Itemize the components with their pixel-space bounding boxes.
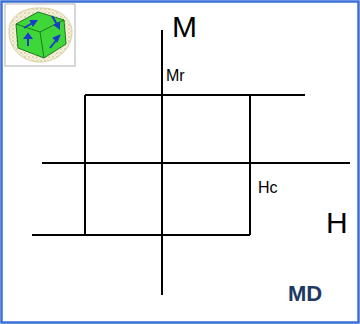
h-axis [42, 162, 350, 164]
axis-label: H [326, 208, 348, 238]
loop-top [85, 94, 305, 96]
coercivity-label: Hc [258, 180, 278, 196]
loop-right [249, 95, 251, 235]
axes-and-loop [32, 30, 350, 295]
loop-left [84, 95, 86, 235]
remanence-label: Mr [166, 68, 185, 84]
loop-bottom [32, 234, 250, 236]
grain-inset [5, 4, 75, 66]
domain-state-label: MD [288, 283, 322, 305]
axis-label: M [172, 12, 197, 42]
